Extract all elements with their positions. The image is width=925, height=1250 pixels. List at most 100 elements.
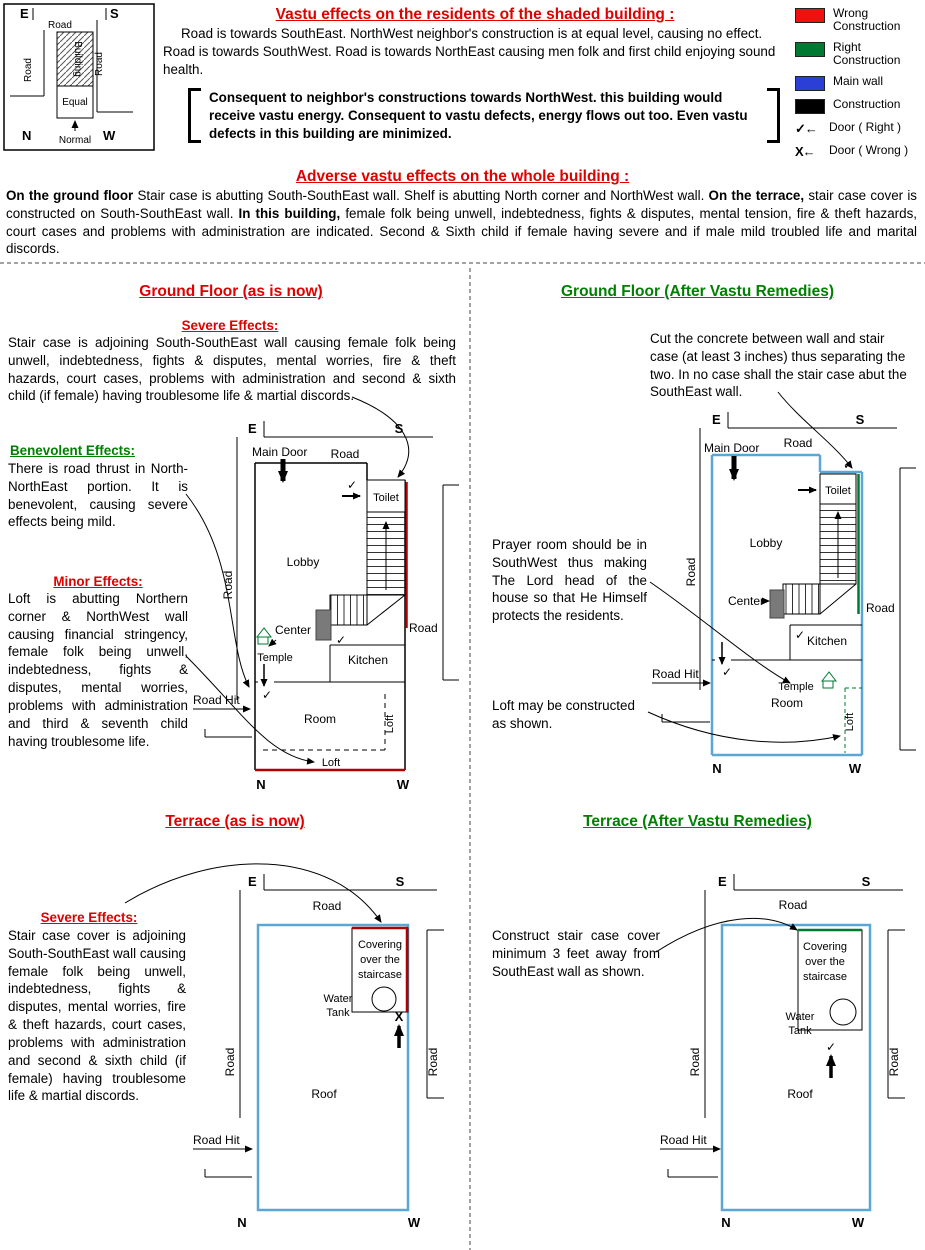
t2-road-top-label: Road [779,898,808,912]
gf2-compass-e: E [712,412,721,427]
gf-now-minor-heading: Minor Effects: [53,574,143,589]
gf2-kitchen-walls [789,624,862,660]
t2-compass-n: N [721,1215,730,1230]
mini-compass-s: S [110,6,119,21]
groundfloor-remedy-plan: E S N W Road Road Road Road Hit Main Doo… [647,391,916,776]
legend: Wrong Construction Right Construction Ma… [795,6,923,166]
gf1-door-right-icon: ✓ [347,478,357,492]
door-wrong-symbol-icon: X← [795,143,816,159]
legend-row-right: Right Construction [795,39,923,68]
main-wall-swatch-icon [795,75,825,91]
t1-water-tank-label-1: Water [324,993,353,1005]
mini-locality-diagram: E S N W Road Road Road Building Equal No… [3,3,155,151]
t2-covering-label-3: staircase [803,971,847,983]
legend-label: Door ( Wrong ) [829,142,909,157]
gf1-road-left-label: Road [221,571,235,600]
gf2-shelf-block [769,589,785,619]
gf2-winder-diagonal [819,583,857,615]
gf2-annotation-arrows [647,391,853,743]
gf1-road-boundaries [204,421,459,738]
right-construction-swatch-icon [795,41,825,57]
t1-covering-label-3: staircase [358,969,402,981]
t2-roof-label: Roof [787,1087,813,1101]
adverse-seg-3: On the terrace, [708,188,809,203]
gf1-road-right-label: Road [409,621,438,635]
t1-compass-e: E [248,874,257,889]
t2-road-right-label: Road [887,1048,901,1077]
t2-compass-w: W [852,1215,865,1230]
legend-row-door-right: ✓← Door ( Right ) [795,119,923,137]
legend-label: Door ( Right ) [829,119,902,134]
adverse-title: Adverse vastu effects on the whole build… [295,168,630,185]
t1-road-hit-label: Road Hit [193,1133,240,1147]
adverse-seg-1: On the ground floor [6,188,138,203]
gf2-kitchen-label: Kitchen [807,634,847,648]
legend-label: Construction [833,96,901,111]
bracket-note-text: Consequent to neighbor's constructions t… [209,90,748,141]
mini-road-top-label: Road [48,20,72,31]
gf1-loft-dashed [262,694,386,751]
terrace-now-title: Terrace (as is now) [165,813,305,830]
gf2-road-left-label: Road [684,558,698,587]
gf1-temple-icon [255,627,273,645]
terrace-now-severe-heading: Severe Effects: [40,910,138,925]
construction-swatch-icon [795,98,825,114]
gf-now-title: Ground Floor (as is now) [139,283,323,300]
gf2-staircase-flight2 [782,583,821,615]
mini-compass-n: N [22,128,31,143]
gf1-kitchen-label: Kitchen [348,653,388,667]
terrace-now-plan: E S N W Road Road Road Road Hit Covering… [124,863,444,1230]
gf1-room-label: Room [304,712,336,726]
gf2-road-top-label: Road [784,436,813,450]
groundfloor-now-plan: E S N W Road Road Road Road Hit Main Doo… [185,396,459,792]
gf1-compass-n: N [256,777,265,792]
gf1-main-door-label: Main Door [252,445,307,459]
adverse-seg-2: Stair case is abutting South-SouthEast w… [137,188,709,203]
gf1-temple-label: Temple [257,652,292,664]
t1-road-top-label: Road [313,899,342,913]
legend-label: Main wall [833,73,884,88]
gf2-toilet-room [819,473,857,505]
gf1-loft-side-label: Loft [384,715,396,733]
gf1-road-hit-label: Road Hit [193,693,240,707]
t1-road-left-label: Road [223,1048,237,1077]
adverse-seg-4: stair case cover is constructed on South… [6,188,917,221]
t1-terrace-wall [256,923,410,1212]
t2-annotation-arrow [655,917,798,953]
gf2-temple-label: Temple [778,681,813,693]
legend-label: Wrong Construction [833,6,901,34]
t1-covering-label-1: Covering [358,939,402,951]
gf1-toilet-label: Toilet [373,492,399,504]
legend-row-mainwall: Main wall [795,73,923,91]
gf1-road-top-label: Road [331,447,360,461]
gf1-shelf-block [315,609,332,641]
mini-road-right-label: Road [94,52,105,76]
bracket-note: Consequent to neighbor's constructions t… [188,88,780,144]
t1-roof-label: Roof [311,1087,337,1101]
adverse-seg-5: In this building, [238,205,346,221]
t1-compass-n: N [237,1215,246,1230]
door-right-symbol-icon: ✓← [795,120,818,136]
gf2-compass-n: N [712,761,721,776]
section-dividers [0,262,925,1250]
legend-row-door-wrong: X← Door ( Wrong ) [795,142,923,159]
gf2-center-label: Center [728,594,764,608]
gf2-loft-dashed [844,687,862,753]
terrace-now-severe-text: Stair case cover is adjoining South-Sout… [8,928,186,1104]
gf1-annotation-arrows [185,396,410,765]
gf1-staircase-flight2 [329,594,368,626]
gf1-room-door-check-icon: ✓ [262,688,272,702]
gf2-stair-check-icon: ✓ [795,628,805,642]
t1-door-wrong-icon: X [395,1009,404,1024]
legend-label: Right Construction [833,39,901,68]
gf1-center-label: Center [275,623,311,637]
gf2-main-door-label: Main Door [704,441,759,455]
gf-now-benevolent-text: There is road thrust in North-NorthEast … [8,461,188,530]
t2-compass-s: S [862,874,871,889]
t2-road-hit-label: Road Hit [660,1133,707,1147]
right-bracket-icon [767,88,780,144]
t1-road-right-label: Road [426,1048,440,1077]
header-title: Vastu effects on the residents of the sh… [275,6,675,23]
terrace-remedy-plan: E S N W Road Road Road Road Hit Covering… [655,874,905,1230]
